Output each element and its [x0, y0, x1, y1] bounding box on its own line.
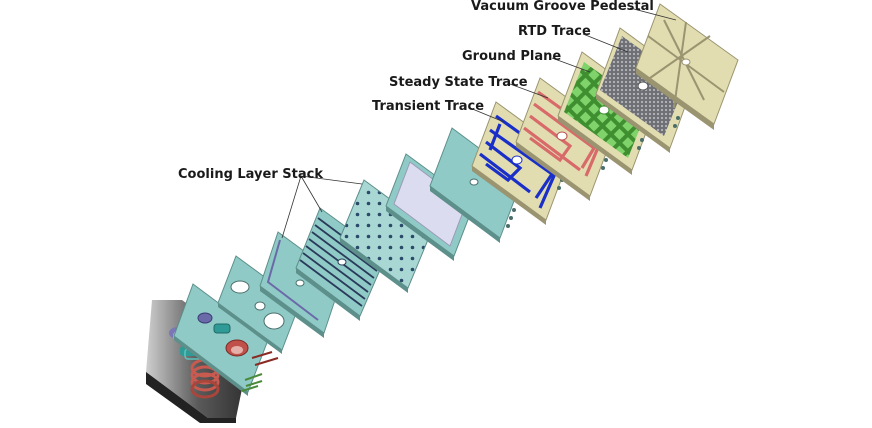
label-cooling-layer-stack: Cooling Layer Stack: [178, 167, 323, 182]
window-plate: [385, 153, 475, 261]
steady-state-trace-plate: [515, 77, 615, 201]
label-steady-state-trace: Steady State Trace: [389, 75, 528, 90]
manifold-plate: [173, 283, 269, 396]
leader-lines: [281, 7, 677, 239]
cooling-layer-plate-b: [295, 207, 387, 321]
label-rtd-trace: RTD Trace: [518, 24, 591, 39]
ground-plane-plate: [557, 51, 657, 175]
cooling-layer-plate-a: [259, 231, 343, 338]
inlet-plate: [217, 255, 301, 354]
insulating-plate: [429, 127, 523, 243]
connector-pins: [241, 351, 279, 392]
label-ground-plane: Ground Plane: [462, 49, 561, 64]
label-vacuum-groove-pedestal: Vacuum Groove Pedestal: [471, 0, 654, 14]
label-transient-trace: Transient Trace: [372, 99, 484, 114]
vacuum-groove-pedestal-plate: [635, 3, 739, 130]
